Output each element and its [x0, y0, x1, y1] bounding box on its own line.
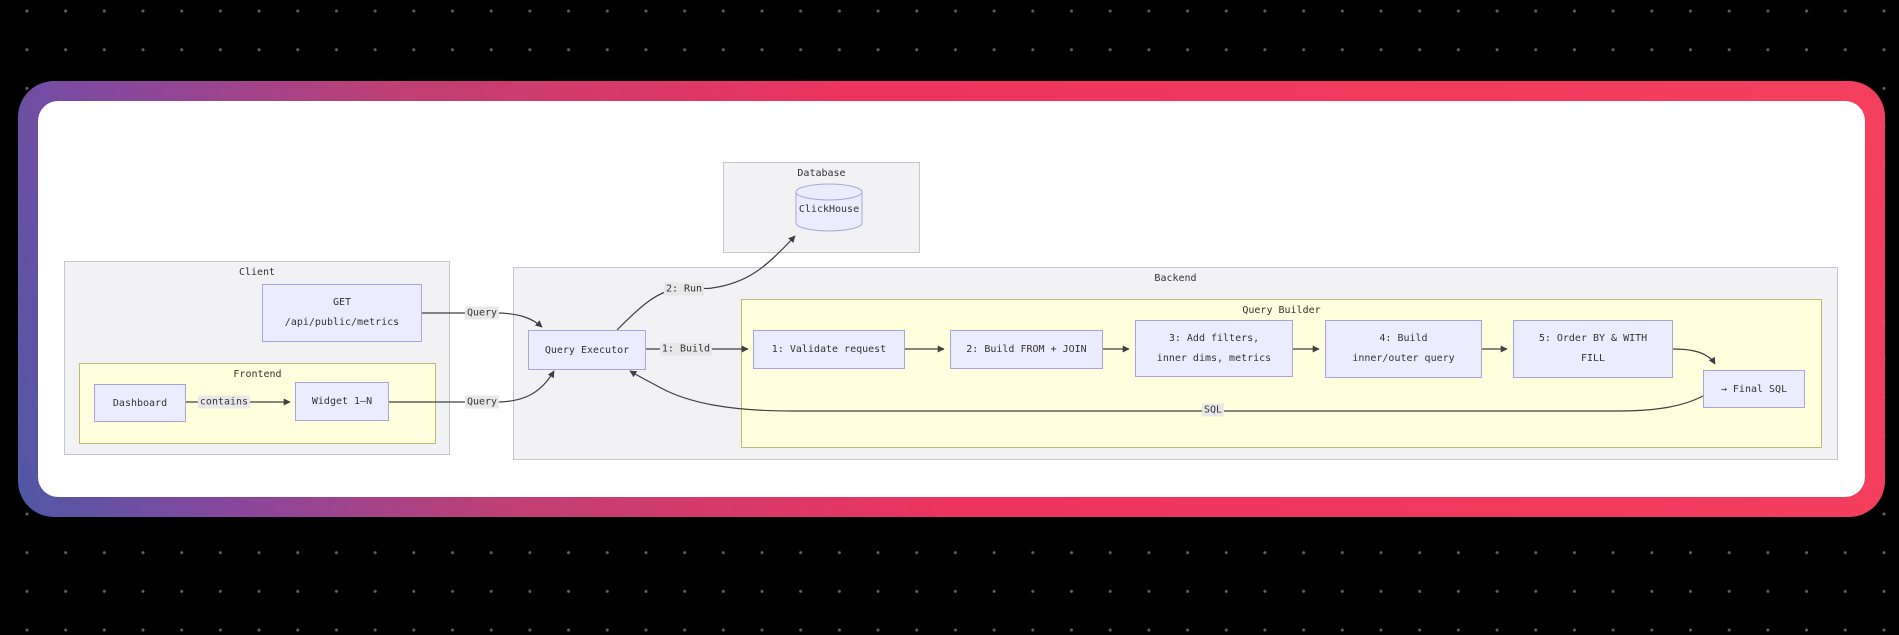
node-dashboard: Dashboard: [94, 384, 186, 422]
database-cylinder-icon: [795, 183, 863, 232]
node-query-executor: Query Executor: [528, 330, 646, 370]
node-widget: Widget 1–N: [295, 382, 389, 421]
node-get-endpoint: GET /api/public/metrics: [262, 284, 422, 342]
node-step4-line1: 4: Build: [1379, 333, 1428, 344]
edge-label-sql: SQL: [1201, 403, 1225, 417]
node-clickhouse: ClickHouse: [795, 183, 863, 232]
node-final-sql-label: → Final SQL: [1720, 383, 1788, 395]
node-step5-line1: 5: Order BY & WITH: [1538, 333, 1648, 344]
node-get-endpoint-line2: /api/public/metrics: [284, 317, 400, 328]
node-dashboard-label: Dashboard: [112, 397, 168, 409]
node-step2-label: 2: Build FROM + JOIN: [966, 344, 1087, 355]
node-step3-add-filters: 3: Add filters, inner dims, metrics: [1135, 320, 1293, 377]
node-step1-validate: 1: Validate request: [753, 330, 905, 369]
edge-label-run: 2: Run: [663, 282, 705, 296]
node-step3-line2: inner dims, metrics: [1156, 352, 1272, 364]
cluster-frontend-title: Frontend: [233, 369, 282, 380]
node-step5-order-by-with-fill: 5: Order BY & WITH FILL: [1513, 320, 1673, 378]
node-final-sql: → Final SQL: [1703, 370, 1805, 408]
edge-label-build: 1: Build: [659, 342, 713, 356]
node-step4-build-inner-outer: 4: Build inner/outer query: [1325, 320, 1482, 378]
cluster-database-title: Database: [797, 168, 846, 179]
cluster-backend-title: Backend: [1154, 273, 1197, 284]
node-step4-line2: inner/outer query: [1352, 353, 1455, 364]
node-get-endpoint-line1: GET: [332, 297, 352, 308]
node-query-executor-label: Query Executor: [544, 344, 630, 356]
node-clickhouse-label: ClickHouse: [798, 204, 860, 215]
node-step1-label: 1: Validate request: [771, 344, 887, 355]
node-step2-build-from-join: 2: Build FROM + JOIN: [950, 330, 1103, 369]
edge-label-contains: contains: [197, 395, 251, 409]
edge-label-query-bottom: Query: [464, 395, 500, 409]
node-widget-label: Widget 1–N: [311, 396, 373, 407]
cluster-client-title: Client: [238, 267, 276, 278]
node-step3-line1: 3: Add filters,: [1168, 332, 1260, 344]
edge-label-query-top: Query: [464, 306, 500, 320]
node-step5-line2: FILL: [1580, 353, 1606, 364]
cluster-query-builder-title: Query Builder: [1242, 305, 1321, 316]
